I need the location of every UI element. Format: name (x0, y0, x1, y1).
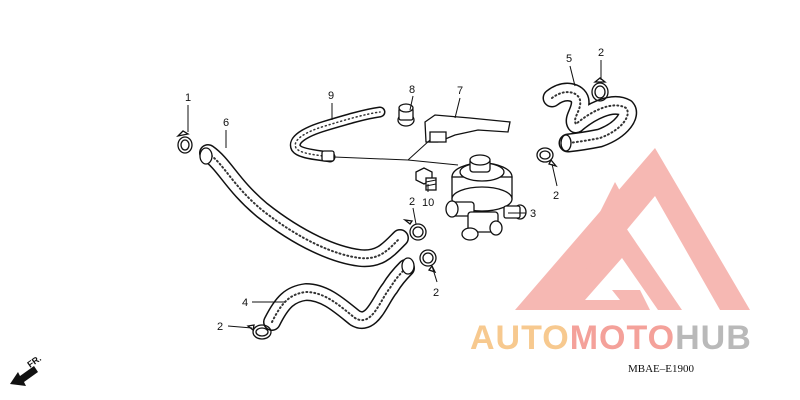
callout-6: 6 (223, 117, 229, 129)
watermark-text-hub: HUB (675, 319, 752, 357)
callout-1: 1 (185, 92, 191, 104)
callout-4: 4 (242, 297, 248, 309)
clamp-2-mid-lower (419, 249, 437, 274)
leader-lines (187, 60, 602, 329)
callout-10: 10 (422, 197, 434, 209)
direction-label: FR. (25, 353, 43, 370)
watermark-text: AUTOMOTOHUB (470, 319, 752, 357)
collar-8 (397, 103, 415, 127)
hose-6-end (199, 147, 213, 165)
watermark-triangle-large (515, 148, 750, 310)
callouts: 1 6 9 8 7 5 2 2 3 10 2 2 4 2 (185, 47, 604, 333)
watermark-triangle-left (575, 182, 625, 262)
clamp-1 (176, 130, 193, 154)
watermark-triangle-inner (555, 222, 682, 310)
clamp-2-left (246, 324, 272, 340)
callout-8: 8 (409, 84, 415, 96)
watermark-text-auto: AUTO (470, 319, 570, 357)
hose-4 (263, 257, 415, 331)
callout-2-top: 2 (598, 47, 604, 59)
callout-5: 5 (566, 53, 572, 65)
callout-2-right: 2 (553, 190, 559, 202)
front-direction-arrow: FR. (10, 353, 43, 386)
callout-7: 7 (457, 85, 463, 97)
callout-2-left: 2 (217, 321, 223, 333)
callout-3: 3 (530, 208, 536, 220)
hose-5 (542, 82, 638, 153)
clamp-2-mid-upper (402, 219, 427, 241)
watermark-logo (515, 148, 750, 310)
bracket-7 (424, 114, 511, 143)
clamp-2-right (536, 147, 558, 168)
hose-5-end (560, 134, 572, 152)
clamp-2-top (591, 77, 609, 102)
hose-4-end (401, 257, 415, 275)
callout-2-mid-upper: 2 (409, 196, 415, 208)
drawing-code: MBAE–E1900 (628, 363, 695, 375)
hose-9-end (321, 150, 335, 162)
hose-9 (289, 106, 386, 163)
hose-6 (199, 144, 409, 268)
bolt-10 (415, 167, 437, 191)
callout-9: 9 (328, 90, 334, 102)
arrow-icon (10, 366, 38, 386)
callout-2-mid-lower: 2 (433, 287, 439, 299)
valve-3 (445, 154, 527, 241)
watermark-text-moto: MOTO (570, 319, 675, 357)
